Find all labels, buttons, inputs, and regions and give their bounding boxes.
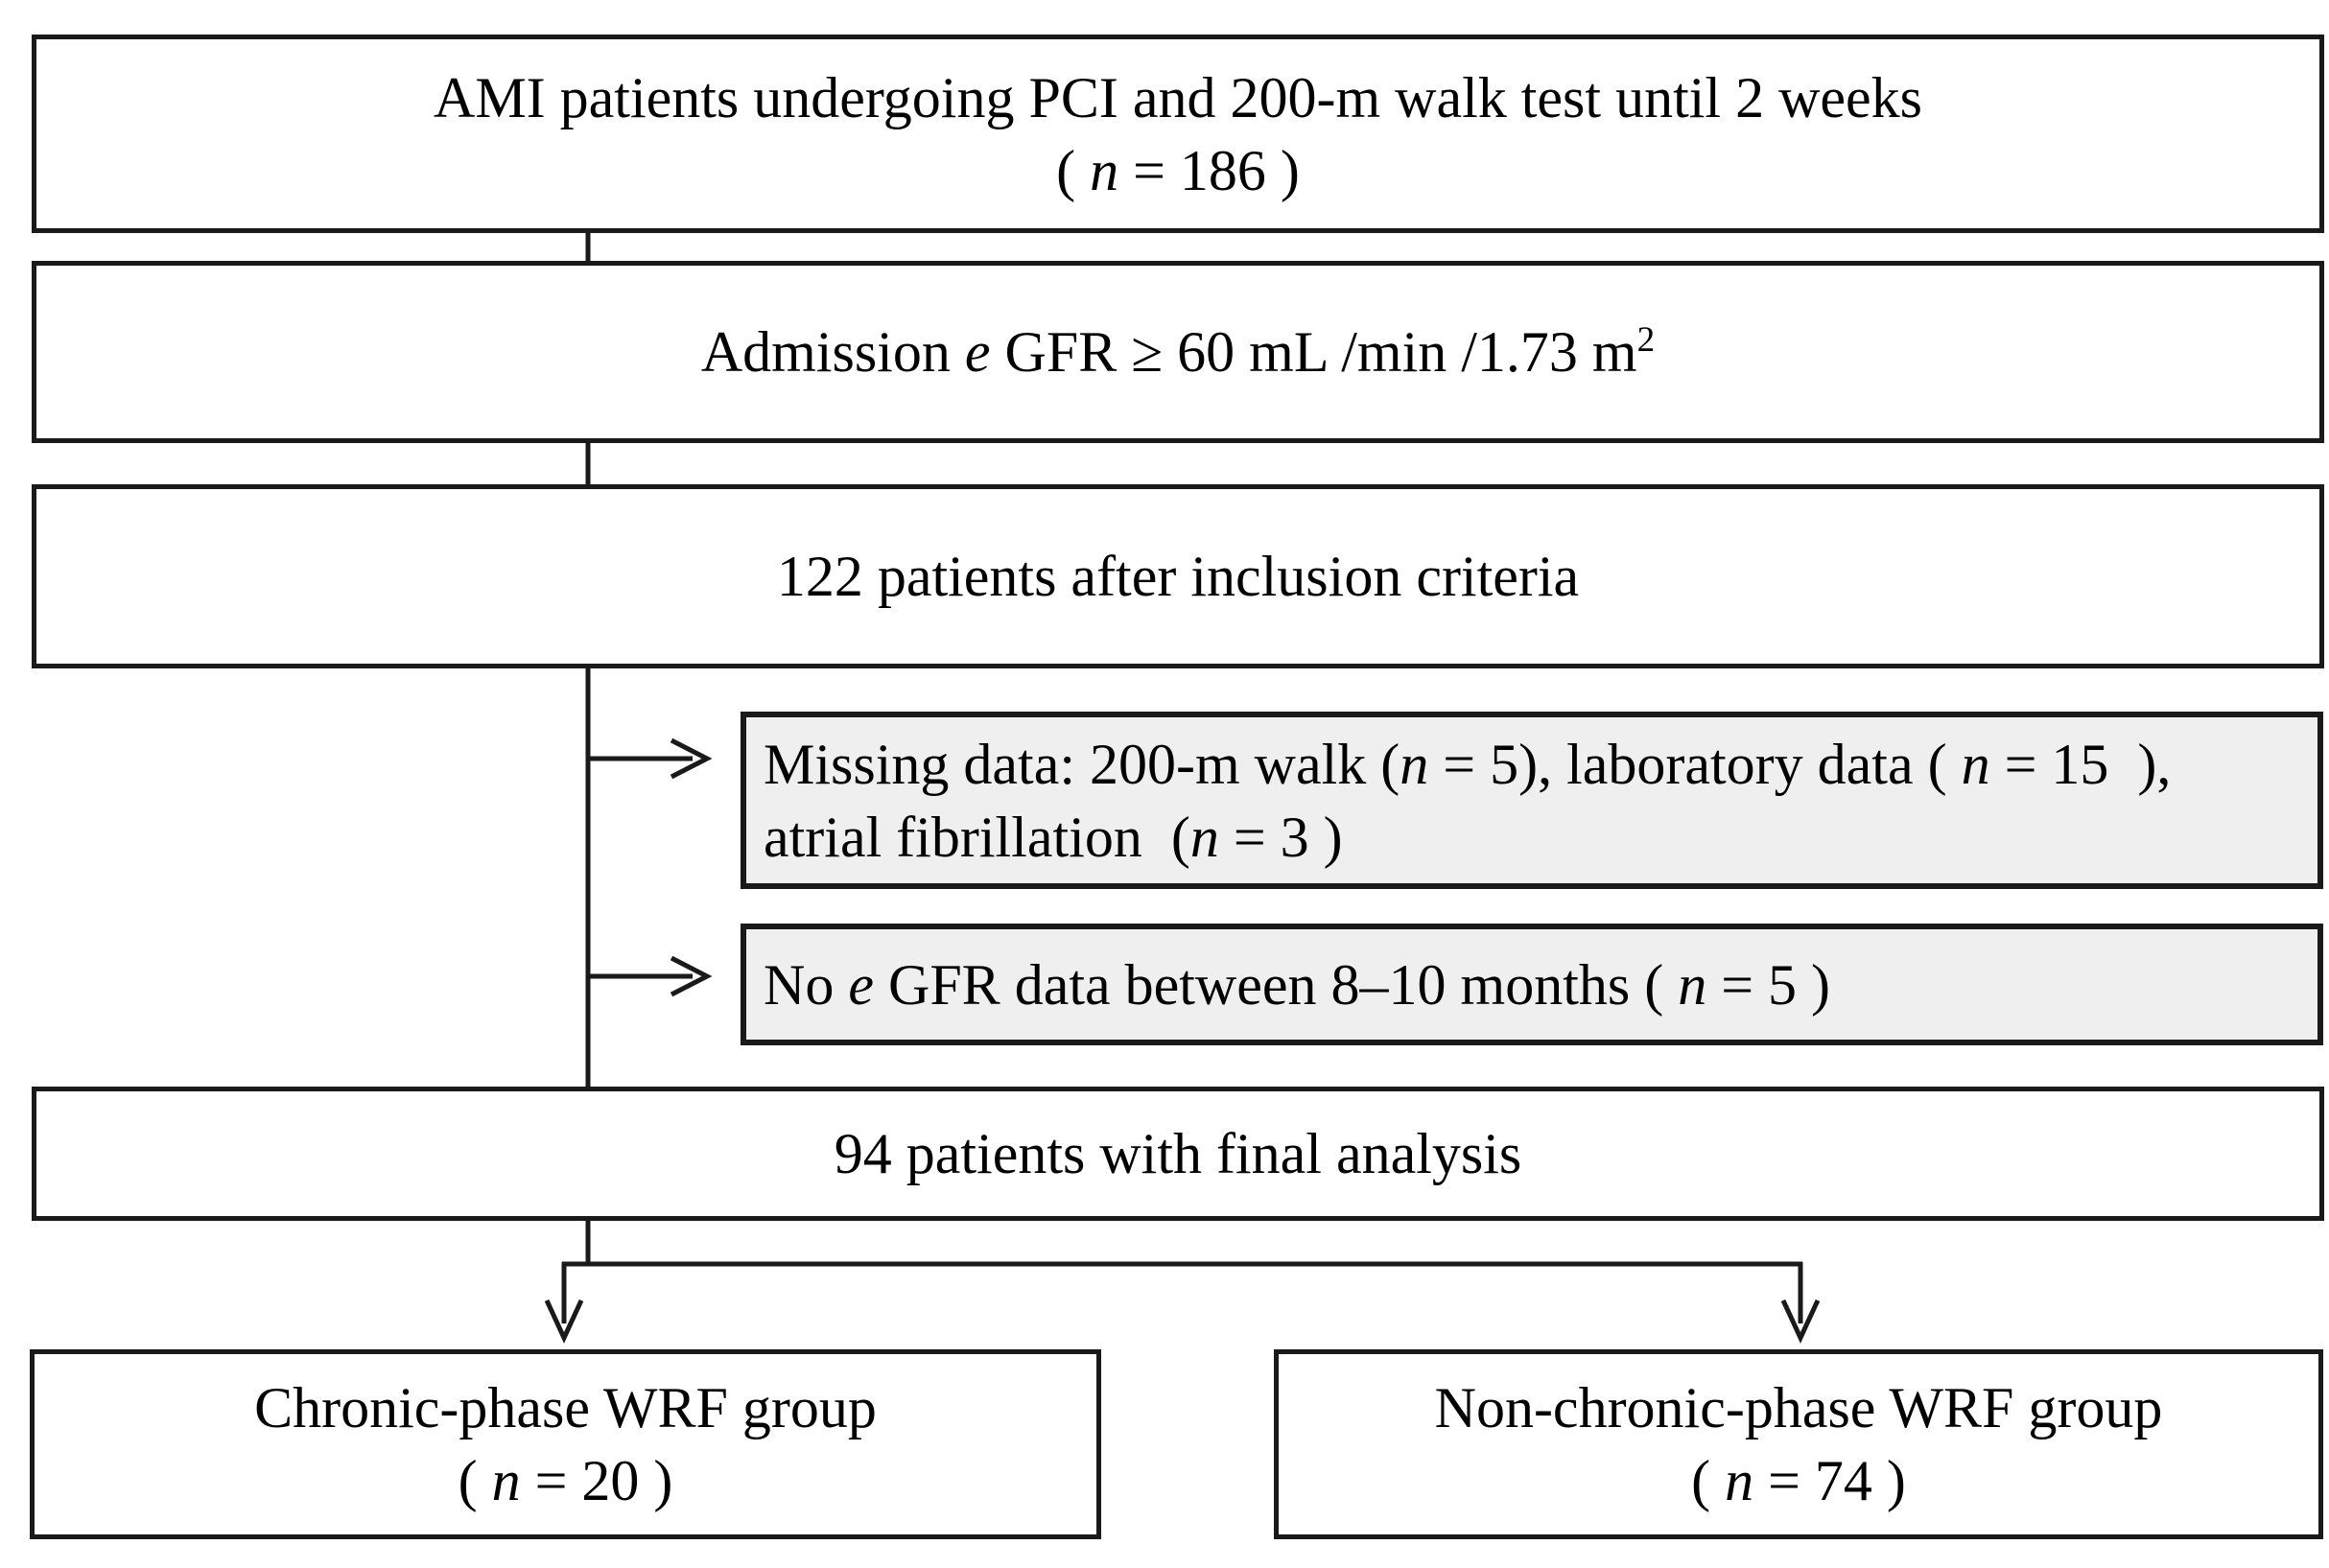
text-line: ( n = 20 ) xyxy=(458,1449,673,1512)
text-line: Chronic-phase WRF group xyxy=(254,1376,877,1439)
text-line: ( n = 186 ) xyxy=(1056,138,1300,202)
text-line: Missing data: 200-m walk (n = 5), labora… xyxy=(764,732,2172,796)
text-line: 122 patients after inclusion criteria xyxy=(776,545,1580,608)
box-after-inclusion-criteria: 122 patients after inclusion criteria xyxy=(32,484,2324,668)
box-non-chronic-phase-wrf-group: Non-chronic-phase WRF group ( n = 74 ) xyxy=(1274,1349,2323,1539)
text-line: Admission e GFR ≥ 60 mL /min /1.73 m2 xyxy=(700,320,1656,384)
arrow-nonchronic-head xyxy=(1780,1299,1821,1344)
text-line: No e GFR data between 8–10 months ( n = … xyxy=(764,952,1831,1017)
arrow-missing-data-head xyxy=(670,737,713,780)
arrow-no-egfr-head xyxy=(670,955,713,997)
box-excluded-no-egfr-data: No e GFR data between 8–10 months ( n = … xyxy=(741,924,2323,1045)
box-chronic-phase-wrf-group: Chronic-phase WRF group ( n = 20 ) xyxy=(30,1349,1101,1539)
text-line: AMI patients undergoing PCI and 200-m wa… xyxy=(433,65,1923,129)
box-enrollment: AMI patients undergoing PCI and 200-m wa… xyxy=(32,35,2324,233)
text-line: atrial fibrillation (n = 3 ) xyxy=(764,805,1343,869)
box-final-analysis: 94 patients with final analysis xyxy=(32,1087,2324,1221)
arrow-chronic-head xyxy=(544,1299,584,1344)
text-line: Non-chronic-phase WRF group xyxy=(1434,1376,2163,1439)
box-admission-egfr-criteria: Admission e GFR ≥ 60 mL /min /1.73 m2 xyxy=(32,261,2324,443)
text-line: ( n = 74 ) xyxy=(1691,1449,1906,1512)
text-line: 94 patients with final analysis xyxy=(834,1122,1522,1185)
box-excluded-missing-data: Missing data: 200-m walk (n = 5), labora… xyxy=(741,712,2323,889)
